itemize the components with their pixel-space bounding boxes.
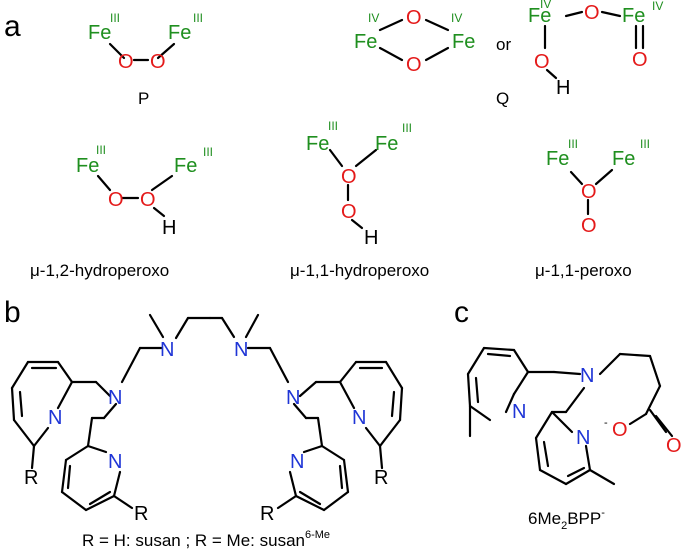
- iron-atom: Fe: [306, 133, 329, 155]
- caption-6me2bpp-prefix: 6Me: [528, 509, 561, 528]
- nitrogen-atom: N: [108, 451, 122, 473]
- oxygen-atom: O: [632, 49, 648, 71]
- structure-q-diamond: O O Fe IV Fe IV: [354, 7, 475, 76]
- nitrogen-atom: N: [576, 427, 590, 449]
- iron-atom: Fe: [528, 5, 551, 27]
- oxygen-atom: O: [108, 189, 124, 211]
- label-or: or: [496, 35, 511, 54]
- structure-mu-12-hydroperoxo: Fe III O O Fe III H μ-1,2-hydroperoxo: [30, 143, 213, 280]
- oxidation-state: III: [193, 11, 203, 25]
- r-group: R: [374, 467, 388, 489]
- oxygen-atom: O: [581, 215, 597, 237]
- iron-atom: Fe: [76, 155, 99, 177]
- nitrogen-atom: N: [290, 451, 304, 473]
- oxygen-atom: O: [118, 51, 134, 73]
- nitrogen-atom: N: [108, 387, 122, 409]
- hydrogen-atom: H: [364, 227, 378, 249]
- oxygen-atom: O: [150, 51, 166, 73]
- oxidation-state: III: [402, 121, 412, 135]
- iron-atom: Fe: [354, 31, 377, 53]
- iron-atom: Fe: [452, 31, 475, 53]
- oxygen-atom: O: [581, 181, 597, 203]
- oxidation-state: IV: [652, 0, 663, 13]
- iron-atom: Fe: [612, 148, 635, 170]
- oxygen-atom: O: [666, 435, 682, 457]
- r-group: R: [24, 467, 38, 489]
- negative-charge: -: [604, 417, 608, 429]
- oxygen-atom: O: [534, 51, 550, 73]
- oxidation-state: IV: [540, 0, 551, 11]
- caption-6me2bpp-sub: 2: [561, 520, 567, 532]
- label-p: P: [138, 89, 149, 108]
- label-mu-12-hydroperoxo: μ-1,2-hydroperoxo: [30, 261, 169, 280]
- iron-atom: Fe: [174, 155, 197, 177]
- caption-susan-main: R = H: susan ; R = Me: susan: [82, 531, 305, 550]
- iron-atom: Fe: [375, 133, 398, 155]
- oxygen-atom: O: [341, 201, 357, 223]
- ligand-susan: N N N N N N N N R R R R R = H: susan ; R…: [10, 313, 404, 550]
- nitrogen-atom: N: [160, 339, 174, 361]
- oxygen-atom: O: [341, 166, 357, 188]
- oxidation-state: IV: [451, 11, 462, 25]
- oxidation-state: III: [110, 11, 120, 25]
- caption-susan: R = H: susan ; R = Me: susan6-Me: [82, 529, 330, 550]
- panel-label-b: b: [4, 296, 21, 329]
- panel-label-a: a: [4, 10, 21, 43]
- caption-susan-sup: 6-Me: [305, 529, 330, 541]
- panel-label-c: c: [454, 296, 469, 329]
- caption-6me2bpp: 6Me2BPP-: [528, 507, 605, 532]
- oxygen-atom: O: [140, 189, 156, 211]
- nitrogen-atom: N: [48, 407, 62, 429]
- label-mu-11-peroxo: μ-1,1-peroxo: [535, 261, 632, 280]
- caption-6me2bpp-sup: -: [601, 507, 605, 519]
- structure-mu-11-hydroperoxo: Fe III Fe III O O H μ-1,1-hydroperoxo: [290, 119, 429, 280]
- nitrogen-atom: N: [580, 365, 594, 387]
- oxidation-state: IV: [368, 11, 379, 25]
- structure-p: Fe III O O Fe III P: [88, 11, 203, 108]
- r-group: R: [134, 503, 148, 525]
- oxygen-atom: O: [406, 7, 422, 29]
- ligand-6me2bpp: N N N O - O 6Me2BPP-: [466, 346, 682, 532]
- iron-atom: Fe: [622, 5, 645, 27]
- structure-q-open: Fe IV O Fe IV O H O: [528, 0, 663, 99]
- oxidation-state: III: [640, 137, 650, 151]
- caption-6me2bpp-suffix: BPP: [567, 509, 601, 528]
- nitrogen-atom: N: [286, 387, 300, 409]
- iron-atom: Fe: [88, 22, 111, 44]
- label-mu-11-hydroperoxo: μ-1,1-hydroperoxo: [290, 261, 429, 280]
- hydrogen-atom: H: [556, 77, 570, 99]
- iron-atom: Fe: [546, 148, 569, 170]
- oxidation-state: III: [96, 143, 106, 157]
- oxygen-atom: O: [612, 419, 628, 441]
- label-q: Q: [496, 89, 509, 108]
- oxidation-state: III: [568, 137, 578, 151]
- oxygen-atom: O: [584, 2, 600, 24]
- r-group: R: [260, 503, 274, 525]
- nitrogen-atom: N: [352, 407, 366, 429]
- iron-atom: Fe: [168, 22, 191, 44]
- oxygen-atom: O: [406, 54, 422, 76]
- hydrogen-atom: H: [162, 217, 176, 239]
- oxidation-state: III: [328, 119, 338, 133]
- nitrogen-atom: N: [234, 339, 248, 361]
- oxidation-state: III: [203, 145, 213, 159]
- nitrogen-atom: N: [512, 401, 526, 423]
- structure-mu-11-peroxo: Fe III Fe III O O μ-1,1-peroxo: [535, 137, 650, 280]
